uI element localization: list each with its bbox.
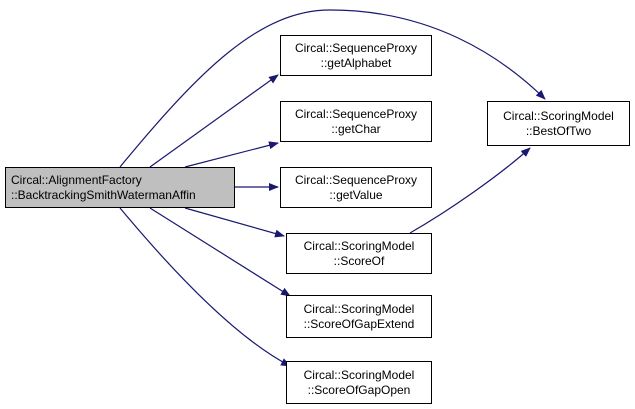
node-get-alphabet[interactable]: Circal::SequenceProxy ::getAlphabet (280, 35, 432, 76)
node-label-line1: Circal::ScoringModel (303, 367, 415, 382)
node-label-line2: ::getValue (329, 187, 383, 202)
node-label-line2: ::getAlphabet (320, 55, 392, 70)
node-label-line2: ::BestOfTwo (525, 123, 592, 138)
edge-root-to-getChar (184, 141, 279, 168)
node-label-line1: Circal::ScoringModel (303, 238, 415, 253)
node-label-line1: Circal::SequenceProxy (294, 172, 418, 187)
edge-root-to-ScoreOfGapExtend (149, 207, 291, 297)
edge-ScoreOf-to-BestOfTwo (409, 147, 531, 234)
node-label-line2: ::ScoreOfGapExtend (303, 316, 415, 331)
node-label-line1: Circal::ScoringModel (503, 108, 614, 123)
node-label-line2: ::BacktrackingSmithWatermanAffin (11, 187, 196, 202)
node-get-value[interactable]: Circal::SequenceProxy ::getValue (280, 167, 432, 208)
node-label-line2: ::ScoreOfGapOpen (307, 382, 411, 397)
edge-root-to-ScoreOf (184, 207, 285, 238)
node-backtracking-smith-waterman-affin[interactable]: Circal::AlignmentFactory ::BacktrackingS… (5, 167, 235, 208)
edge-root-to-ScoreOfGapOpen (119, 207, 291, 367)
node-best-of-two[interactable]: Circal::ScoringModel ::BestOfTwo (487, 101, 630, 146)
node-label-line1: Circal::SequenceProxy (294, 106, 418, 121)
node-score-of[interactable]: Circal::ScoringModel ::ScoreOf (286, 233, 432, 274)
node-score-of-gap-extend[interactable]: Circal::ScoringModel ::ScoreOfGapExtend (286, 295, 432, 338)
node-label-line1: Circal::ScoringModel (303, 301, 415, 316)
node-score-of-gap-open[interactable]: Circal::ScoringModel ::ScoreOfGapOpen (286, 361, 432, 404)
node-label-line1: Circal::AlignmentFactory (11, 172, 142, 187)
node-label-line1: Circal::SequenceProxy (294, 40, 418, 55)
edge-root-to-getAlphabet (149, 74, 279, 168)
node-label-line2: ::ScoreOf (333, 253, 385, 268)
node-label-line2: ::getChar (331, 121, 381, 136)
node-get-char[interactable]: Circal::SequenceProxy ::getChar (280, 101, 432, 142)
edge-root-to-BestOfTwo (119, 9, 546, 168)
